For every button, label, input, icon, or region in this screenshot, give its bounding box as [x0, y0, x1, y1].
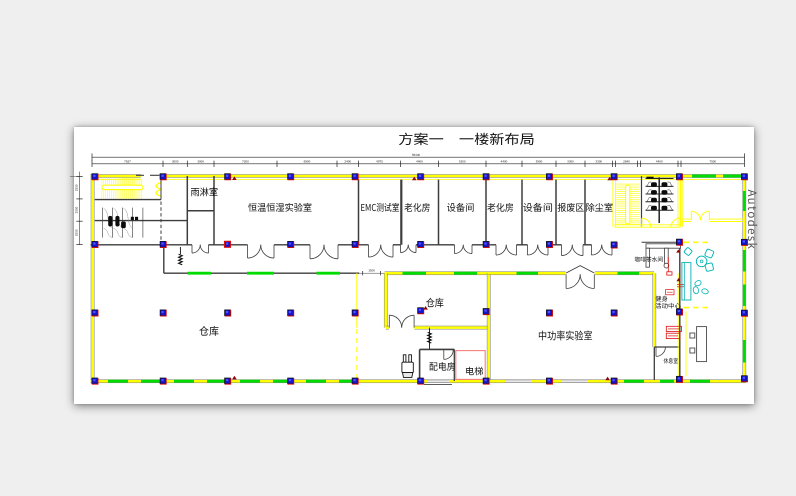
room-label-gym-1: 健身: [655, 294, 668, 303]
dim-top-15: 7500: [709, 160, 716, 164]
dim-overall: 59400: [412, 153, 421, 157]
room-label-scrap-area: 报废区: [557, 200, 584, 214]
room-label-thermal-lab: 恒温恒湿实验室: [248, 200, 312, 214]
dim-left-2: 2550: [74, 229, 78, 236]
room-label-aging-room-2: 老化房: [487, 200, 514, 214]
room-label-dust-room: 除尘室: [585, 200, 613, 214]
red-triangle-markers: [232, 176, 612, 381]
floor-plan-svg: 方案一 一楼新布局 雨淋室 恒温恒湿实验室 EMC测试室 老化房 设备间 老化房…: [70, 128, 760, 386]
plan-geometry: [70, 153, 748, 386]
drawing-title: 方案一 一楼新布局: [398, 128, 535, 148]
dim-top-0: 7627: [124, 160, 131, 164]
dim-top-14: 4400: [656, 160, 663, 164]
room-label-rain-room: 雨淋室: [190, 185, 218, 199]
dim-top-1: 3000: [172, 160, 179, 164]
top-right-room: [641, 176, 745, 243]
dimension-lines: [70, 153, 745, 245]
dim-passage: 1500: [368, 268, 375, 272]
room-label-emc-lab: EMC测试室: [361, 200, 400, 214]
mid-power-lab-walls: [486, 265, 680, 380]
room-label-coffee-room: 咖啡茶水间: [635, 254, 664, 263]
dim-top-5: 2400: [344, 160, 351, 164]
dim-top-10: 3900: [536, 160, 543, 164]
room-label-aging-room-1: 老化房: [404, 200, 430, 214]
dim-top-6: 4975: [376, 160, 383, 164]
left-stairs-and-toilets: [94, 177, 187, 245]
right-service-area: [645, 241, 715, 380]
corridor-wall-and-doors: [90, 244, 615, 260]
dim-top-7: 4400: [416, 160, 423, 164]
dim-top-2: 3000: [197, 160, 204, 164]
dim-left-1: 2550: [74, 206, 78, 213]
right-stairs-and-toilets: [614, 176, 681, 228]
room-label-gym-2: 活动中心: [655, 301, 682, 310]
dim-top-8: 5300: [459, 160, 466, 164]
drawing-sheet: 方案一 一楼新布局 雨淋室 恒温恒湿实验室 EMC测试室 老化房 设备间 老化房…: [70, 127, 760, 404]
dim-top-12: 3300: [595, 160, 602, 164]
dim-top-11: 3300: [567, 160, 574, 164]
plan-texts: 方案一 一楼新布局 雨淋室 恒温恒湿实验室 EMC测试室 老化房 设备间 老化房…: [74, 128, 760, 377]
room-label-power-room: 配电房: [429, 359, 456, 373]
dim-left-0: 2550: [74, 184, 78, 191]
room-label-equipment-room-2: 设备间: [523, 200, 553, 214]
power-room-and-elevator: [401, 327, 486, 386]
dim-top-13: 2640: [623, 160, 630, 164]
corridor-and-warehouses: [163, 244, 489, 379]
autodesk-watermark: Autodesk: [744, 190, 760, 251]
dim-top-9: 4400: [501, 160, 508, 164]
room-label-equipment-room-1: 设备间: [447, 200, 475, 214]
dim-top-3: 7200: [242, 160, 249, 164]
room-label-rest-room: 休息室: [664, 356, 679, 365]
room-label-elevator: 电梯: [465, 364, 484, 378]
room-label-warehouse-small: 仓库: [426, 295, 444, 310]
dim-top-4: 6900: [304, 160, 311, 164]
room-label-mid-power-lab: 中功率实验室: [538, 329, 593, 344]
column-grid-markers: [91, 173, 748, 385]
room-label-warehouse-big: 仓库: [199, 323, 219, 339]
